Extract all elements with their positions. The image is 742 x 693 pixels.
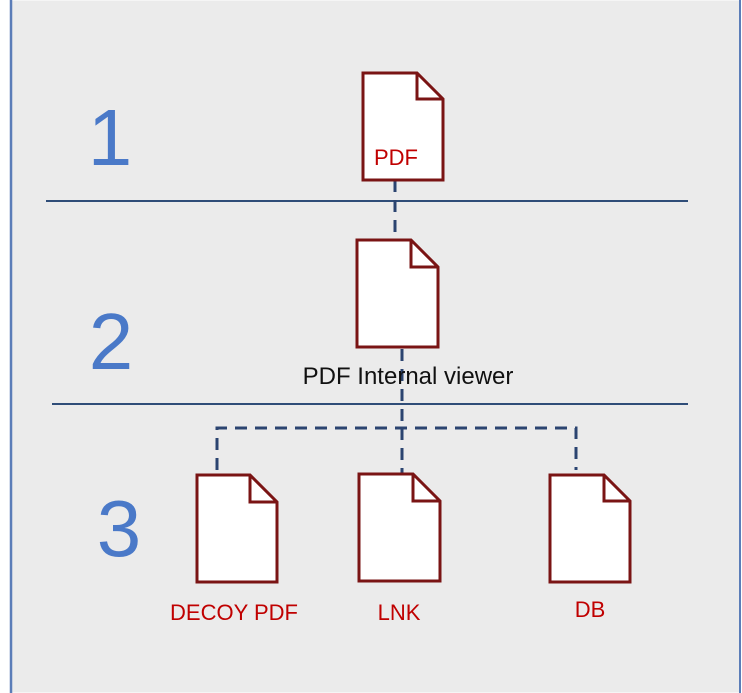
- decoy-pdf-label: DECOY PDF: [170, 600, 298, 625]
- connectors: [215, 180, 578, 478]
- db-label: DB: [575, 597, 606, 622]
- document-fold-icon: [248, 475, 277, 504]
- document-fold-icon: [409, 240, 438, 269]
- internal-viewer-document-node: PDF Internal viewer: [303, 238, 514, 390]
- pdf-document-node: PDF: [361, 71, 445, 182]
- document-icon: [357, 472, 442, 583]
- db-document-node: DB: [548, 473, 632, 622]
- internal-viewer-label: PDF Internal viewer: [303, 363, 514, 390]
- decoy-pdf-document-node: DECOY PDF: [170, 473, 298, 625]
- document-icon: [355, 238, 440, 349]
- document-fold-icon: [602, 475, 630, 503]
- document-icon: [195, 473, 279, 584]
- level-number-1: 1: [88, 93, 133, 182]
- document-fold-icon: [415, 73, 443, 101]
- document-icon: [548, 473, 632, 584]
- document-fold-icon: [411, 474, 440, 503]
- level-number-3: 3: [97, 484, 142, 573]
- connector-branch-bar: [215, 426, 578, 470]
- lnk-label: LNK: [378, 600, 421, 625]
- level-number-2: 2: [89, 297, 134, 386]
- lnk-document-node: LNK: [357, 472, 442, 625]
- pdf-label: PDF: [374, 145, 418, 170]
